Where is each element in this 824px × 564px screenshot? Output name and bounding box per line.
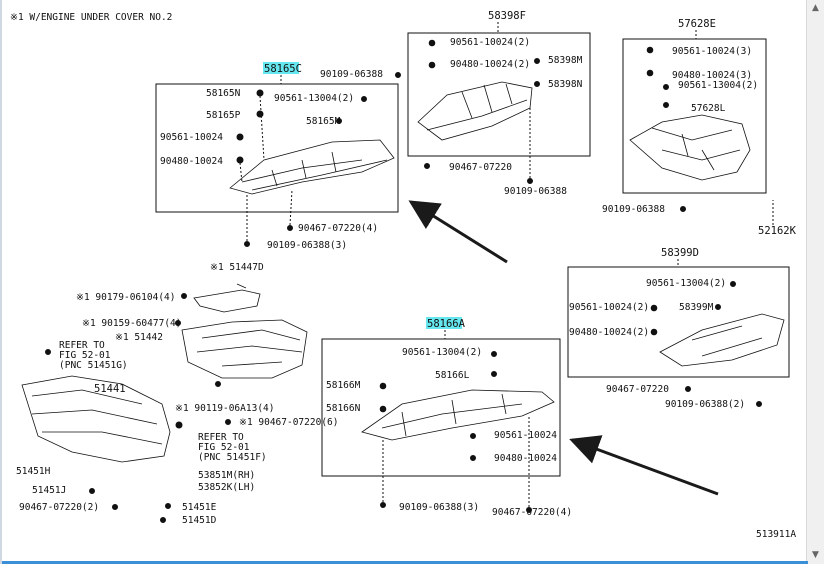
fasteners-58399d xyxy=(650,281,762,407)
highlight-58165c xyxy=(263,62,299,74)
engine-cover-51442-shape xyxy=(181,319,308,379)
refer-to-a-line3: (PNC 51451G) xyxy=(59,360,128,371)
refer-to-b-line1: REFER TO xyxy=(198,432,244,443)
part-58166m-label[interactable]: 58166M xyxy=(326,380,361,391)
bolt-90561-13004-2-d-label[interactable]: 90561-13004(2) xyxy=(402,347,482,358)
group-frame-58399d xyxy=(567,266,790,378)
fasteners-57628e xyxy=(646,46,774,225)
bolt-90467-07220-b-label[interactable]: 90467-07220 xyxy=(606,384,669,395)
bolt-90561-10024-b-label[interactable]: 90561-10024 xyxy=(494,430,557,441)
bolt-90179-06104-4-label[interactable]: ※1 90179-06104(4) xyxy=(76,292,175,303)
bumper-cover-51441-shape xyxy=(21,375,171,463)
bolt-90119-06413-4-label[interactable]: ※1 90119-06A13(4) xyxy=(175,403,274,414)
part-58165n-label[interactable]: 58165N xyxy=(206,88,241,99)
bolt-90109-06388-label[interactable]: 90109-06388 xyxy=(320,69,383,80)
bolt-90561-13004-label[interactable]: 90561-13004(2) xyxy=(274,93,354,104)
part-58399d-label[interactable]: 58399D xyxy=(661,247,699,259)
refer-fig-52-01-a[interactable]: REFER TO FIG 52-01 (PNC 51451G) xyxy=(59,340,128,371)
assembly-arrow-lower xyxy=(569,435,719,496)
highlight-58166a xyxy=(426,317,462,329)
part-51451e-label[interactable]: 51451E xyxy=(182,502,217,513)
part-58166n-label[interactable]: 58166N xyxy=(326,403,361,414)
scroll-down-icon[interactable]: ▼ xyxy=(812,550,819,560)
part-58166l-label[interactable]: 58166L xyxy=(435,370,470,381)
assembly-arrow-upper xyxy=(408,200,508,264)
refer-to-b-line3: (PNC 51451F) xyxy=(198,452,267,463)
part-51447d-label[interactable]: ※1 51447D xyxy=(210,262,264,273)
refer-to-a-line1: REFER TO xyxy=(59,340,105,351)
part-58398m-label[interactable]: 58398M xyxy=(548,55,583,66)
scroll-up-icon[interactable]: ▲ xyxy=(812,3,819,13)
bolt-90467-07220-4-label[interactable]: 90467-07220(4) xyxy=(298,223,378,234)
parts-diagram: ※1 W/ENGINE UNDER COVER NO.2 58165C 5816… xyxy=(10,10,797,540)
part-57628e-label[interactable]: 57628E xyxy=(678,18,716,30)
part-58165m-label[interactable]: 58165M xyxy=(306,116,341,127)
group-frame-57628e xyxy=(622,38,767,194)
figure-number: 513911A xyxy=(756,529,796,540)
part-53851m-label[interactable]: 53851M(RH) xyxy=(198,470,255,481)
bolt-90480-10024-3-label[interactable]: 90480-10024(3) xyxy=(672,70,752,81)
window-bottom-border xyxy=(2,561,808,564)
under-cover-57628e-shape xyxy=(629,114,751,181)
engine-cover-note: ※1 W/ENGINE UNDER COVER NO.2 xyxy=(10,12,172,23)
bolt-90480-10024-b-label[interactable]: 90480-10024 xyxy=(494,453,557,464)
bolt-90561-10024-2-label[interactable]: 90561-10024(2) xyxy=(450,37,530,48)
bolt-90561-13004-2-c-label[interactable]: 90561-13004(2) xyxy=(646,278,726,289)
bolt-90561-10024-label[interactable]: 90561-10024 xyxy=(160,132,223,143)
bolt-90467-07220-6-label[interactable]: ※1 90467-07220(6) xyxy=(239,417,338,428)
bolt-90109-06388-c-label[interactable]: 90109-06388 xyxy=(602,204,665,215)
bolt-90109-06388-2-label[interactable]: 90109-06388(2) xyxy=(665,399,745,410)
part-52162k-label[interactable]: 52162K xyxy=(758,225,797,237)
part-51442-label[interactable]: ※1 51442 xyxy=(115,332,163,343)
under-cover-58398f-shape xyxy=(417,81,533,141)
bolt-90109-06388-3-b-label[interactable]: 90109-06388(3) xyxy=(399,502,479,513)
engine-cover-51447d-shape xyxy=(193,283,261,313)
under-cover-58166a-shape xyxy=(361,389,555,441)
part-58166a-label[interactable]: 58166A xyxy=(427,318,466,330)
vertical-scrollbar[interactable]: ▲ ▼ xyxy=(806,0,824,564)
part-51451h-label[interactable]: 51451H xyxy=(16,466,51,477)
part-58165c-label[interactable]: 58165C xyxy=(264,63,302,75)
part-51451d-label[interactable]: 51451D xyxy=(182,515,217,526)
refer-to-b-line2: FIG 52-01 xyxy=(198,442,250,453)
part-57628l-label[interactable]: 57628L xyxy=(691,103,726,114)
part-53852k-label[interactable]: 53852K(LH) xyxy=(198,482,255,493)
bolt-90480-10024-label[interactable]: 90480-10024 xyxy=(160,156,223,167)
bolt-90467-07220-2-label[interactable]: 90467-07220(2) xyxy=(19,502,99,513)
bolt-90467-07220-label[interactable]: 90467-07220 xyxy=(449,162,512,173)
group-frame-58165c xyxy=(155,83,399,213)
fasteners-58398f xyxy=(395,39,540,184)
bolt-90159-60477-4-label[interactable]: ※1 90159-60477(4) xyxy=(82,318,181,329)
under-cover-58165c-shape xyxy=(229,139,395,195)
bolt-90561-10024-3-label[interactable]: 90561-10024(3) xyxy=(672,46,752,57)
part-51441-label[interactable]: 51441 xyxy=(94,383,126,395)
bolt-90480-10024-2-label[interactable]: 90480-10024(2) xyxy=(450,59,530,70)
group-frame-58398f xyxy=(407,32,591,157)
bolt-90561-13004-2-b-label[interactable]: 90561-13004(2) xyxy=(678,80,758,91)
refer-fig-52-01-b[interactable]: REFER TO FIG 52-01 (PNC 51451F) xyxy=(198,432,267,463)
group-frame-58166a xyxy=(321,338,561,477)
fasteners-58166a xyxy=(379,351,532,513)
part-51451j-label[interactable]: 51451J xyxy=(32,485,66,496)
fasteners-left xyxy=(45,293,231,523)
bolt-90480-10024-2-b-label[interactable]: 90480-10024(2) xyxy=(569,327,649,338)
part-58399m-label[interactable]: 58399M xyxy=(679,302,714,313)
part-58398n-label[interactable]: 58398N xyxy=(548,79,583,90)
part-58398f-label[interactable]: 58398F xyxy=(488,10,526,22)
under-cover-58399d-shape xyxy=(659,313,785,367)
bolt-90467-07220-4-b-label[interactable]: 90467-07220(4) xyxy=(492,507,572,518)
part-58165p-label[interactable]: 58165P xyxy=(206,110,241,121)
bolt-90561-10024-2-b-label[interactable]: 90561-10024(2) xyxy=(569,302,649,313)
bolt-90109-06388-b-label[interactable]: 90109-06388 xyxy=(504,186,567,197)
refer-to-a-line2: FIG 52-01 xyxy=(59,350,111,361)
bolt-90109-06388-3-label[interactable]: 90109-06388(3) xyxy=(267,240,347,251)
fasteners-58165c xyxy=(236,89,367,247)
